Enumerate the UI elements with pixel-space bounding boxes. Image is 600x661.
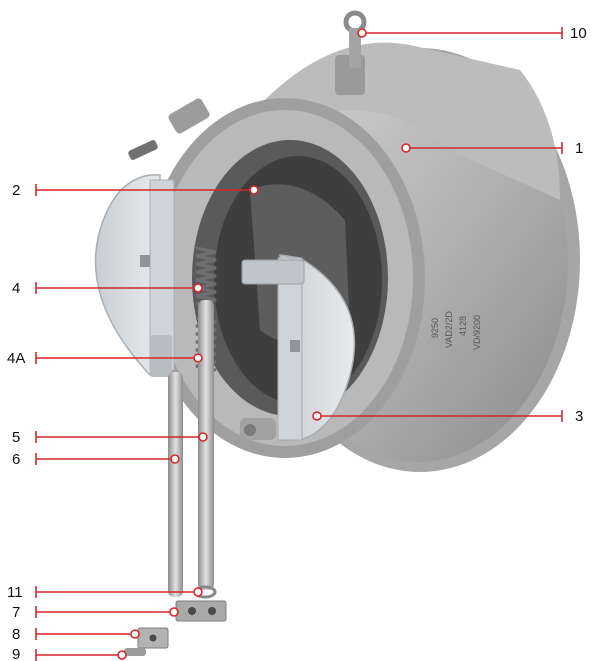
- label-3: 3: [575, 408, 583, 425]
- callout-2: [35, 184, 259, 196]
- label-9: 9: [12, 646, 20, 661]
- callout-6: [35, 453, 180, 465]
- callout-5: [35, 431, 208, 443]
- callout-3: [312, 410, 563, 422]
- eye-bolt: [343, 10, 367, 68]
- rods: [168, 300, 214, 597]
- callouts: [35, 27, 563, 661]
- retainer-block-and-screw: [124, 627, 169, 656]
- right-disc-plate: [241, 254, 356, 441]
- label-1: 1: [575, 140, 583, 157]
- label-5: 5: [12, 429, 20, 446]
- label-7: 7: [12, 604, 20, 621]
- callout-11: [35, 586, 203, 598]
- label-6: 6: [12, 451, 20, 468]
- callout-4A: [35, 352, 203, 364]
- marking-2: VAD2/2D: [444, 311, 454, 348]
- label-4: 4: [12, 280, 20, 297]
- marking-4: VD/9200: [472, 315, 482, 350]
- marking-1: 9250: [430, 318, 440, 338]
- callout-8: [35, 628, 140, 640]
- left-disc-plate: [94, 174, 175, 377]
- label-4A: 4A: [7, 350, 25, 367]
- hinge-hardware: [128, 140, 158, 160]
- callout-4: [35, 282, 203, 294]
- label-2: 2: [12, 182, 20, 199]
- callout-9: [35, 649, 127, 661]
- callout-7: [35, 606, 179, 618]
- callout-labels: 10 1 2 4 4A 3 5 6 11 7 8 9: [7, 25, 587, 661]
- label-10: 10: [570, 25, 587, 42]
- body-markings: 9250 VAD2/2D 4128 VD/9200: [430, 311, 482, 350]
- marking-3: 4128: [458, 316, 468, 336]
- retainer-bar: [175, 600, 227, 622]
- label-8: 8: [12, 626, 20, 643]
- callout-1: [401, 142, 563, 154]
- label-11: 11: [7, 584, 23, 601]
- callout-10: [357, 27, 563, 39]
